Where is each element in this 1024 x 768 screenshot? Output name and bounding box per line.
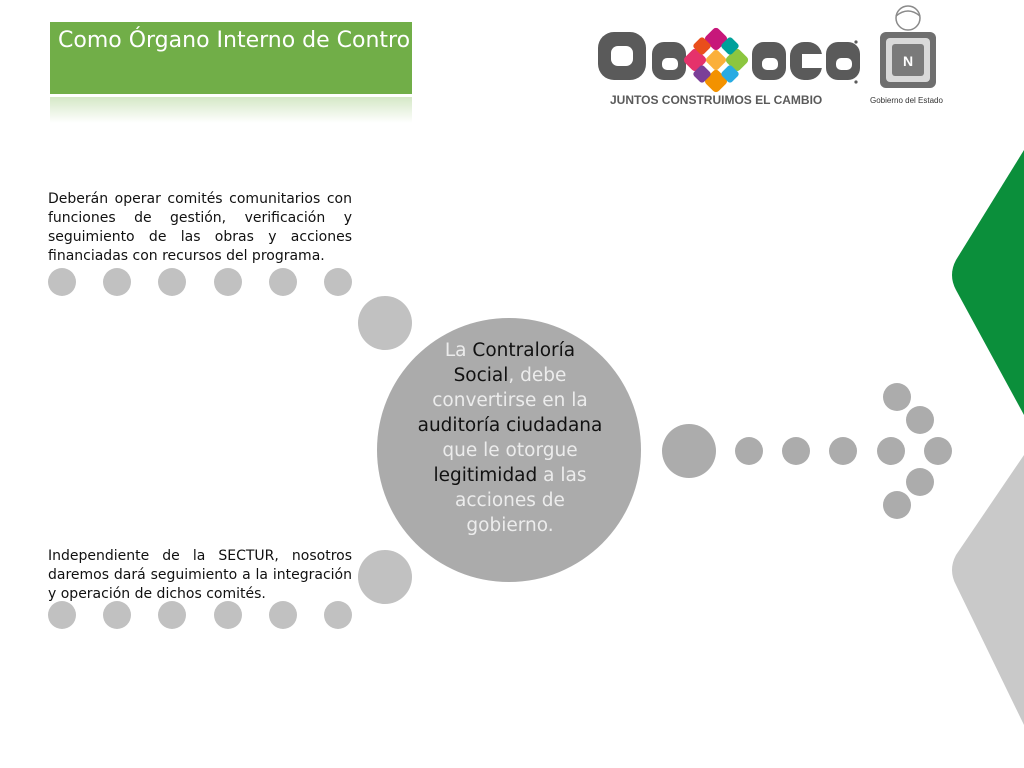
slide-title: Como Órgano Interno de Control xyxy=(58,28,417,53)
dot xyxy=(906,468,934,496)
coat-of-arms-icon: N xyxy=(880,5,936,88)
dot xyxy=(103,268,131,296)
dot xyxy=(829,437,857,465)
dot xyxy=(48,601,76,629)
dot xyxy=(883,491,911,519)
dot xyxy=(269,601,297,629)
gray-chevron-shape xyxy=(952,455,1024,725)
title-reflection xyxy=(50,97,412,123)
dot xyxy=(324,601,352,629)
logo-gov-label: Gobierno del Estado xyxy=(870,96,943,105)
center-text-3: que le otorgue xyxy=(442,440,578,461)
logo-tagline: JUNTOS CONSTRUIMOS EL CAMBIO xyxy=(610,93,822,107)
center-statement: La Contraloría Social, debe convertirse … xyxy=(412,338,608,538)
dot xyxy=(324,268,352,296)
dot xyxy=(158,601,186,629)
dot xyxy=(103,601,131,629)
dot xyxy=(158,268,186,296)
arrow-tip-dot xyxy=(924,437,952,465)
center-keyword-2: auditoría ciudadana xyxy=(417,415,603,436)
arrow-large-circle xyxy=(662,424,716,478)
dot xyxy=(214,601,242,629)
center-keyword-1: Contraloría Social xyxy=(453,340,576,386)
center-keyword-3: legitimidad xyxy=(433,465,538,486)
center-text-1: La xyxy=(444,340,473,361)
dot xyxy=(735,437,763,465)
dot xyxy=(906,406,934,434)
dot xyxy=(883,383,911,411)
dot xyxy=(269,268,297,296)
center-text-4: a las acciones de gobierno. xyxy=(455,465,587,536)
title-box xyxy=(50,22,412,94)
center-circle xyxy=(377,318,641,582)
left-top-text: Deberán operar comités comunitarios con … xyxy=(48,191,352,264)
center-text-2: , debe convertirse en la xyxy=(432,365,588,411)
svg-text:N: N xyxy=(903,53,913,69)
dot xyxy=(877,437,905,465)
dot xyxy=(782,437,810,465)
oaxaca-logo: JUNTOS CONSTRUIMOS EL CAMBIO N Gobierno … xyxy=(598,5,943,107)
bottom-connector-circle xyxy=(358,550,412,604)
top-connector-circle xyxy=(358,296,412,350)
dot xyxy=(48,268,76,296)
left-bottom-text: Independiente de la SECTUR, nosotros dar… xyxy=(48,548,352,602)
dot xyxy=(214,268,242,296)
right-decor-shapes xyxy=(952,150,1024,725)
green-chevron-shape xyxy=(952,150,1024,415)
